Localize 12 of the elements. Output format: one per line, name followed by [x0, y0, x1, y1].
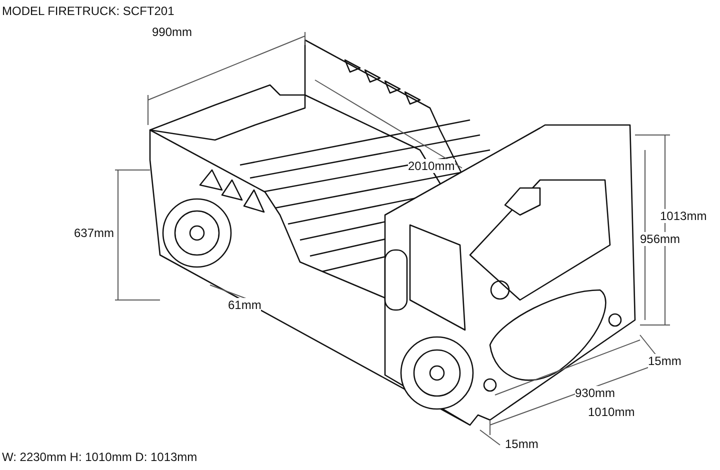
dimension-label: 637mm	[74, 226, 114, 240]
dimension-label: 15mm	[648, 354, 682, 368]
dimension-label: 930mm	[575, 386, 616, 400]
overall-dimensions-caption: W: 2230mm H: 1010mm D: 1013mm	[2, 450, 198, 464]
dimension-label: 990mm	[152, 25, 192, 39]
dimension-label: 1010mm	[588, 405, 635, 419]
dimension-label: 1013mm	[660, 209, 707, 223]
dimension-label: 956mm	[640, 232, 680, 246]
dimension-label: 2010mm	[408, 159, 455, 173]
dimension-label: 15mm	[505, 437, 538, 451]
dimension-label: 61mm	[228, 298, 262, 312]
model-title: MODEL FIRETRUCK: SCFT201	[2, 4, 174, 18]
